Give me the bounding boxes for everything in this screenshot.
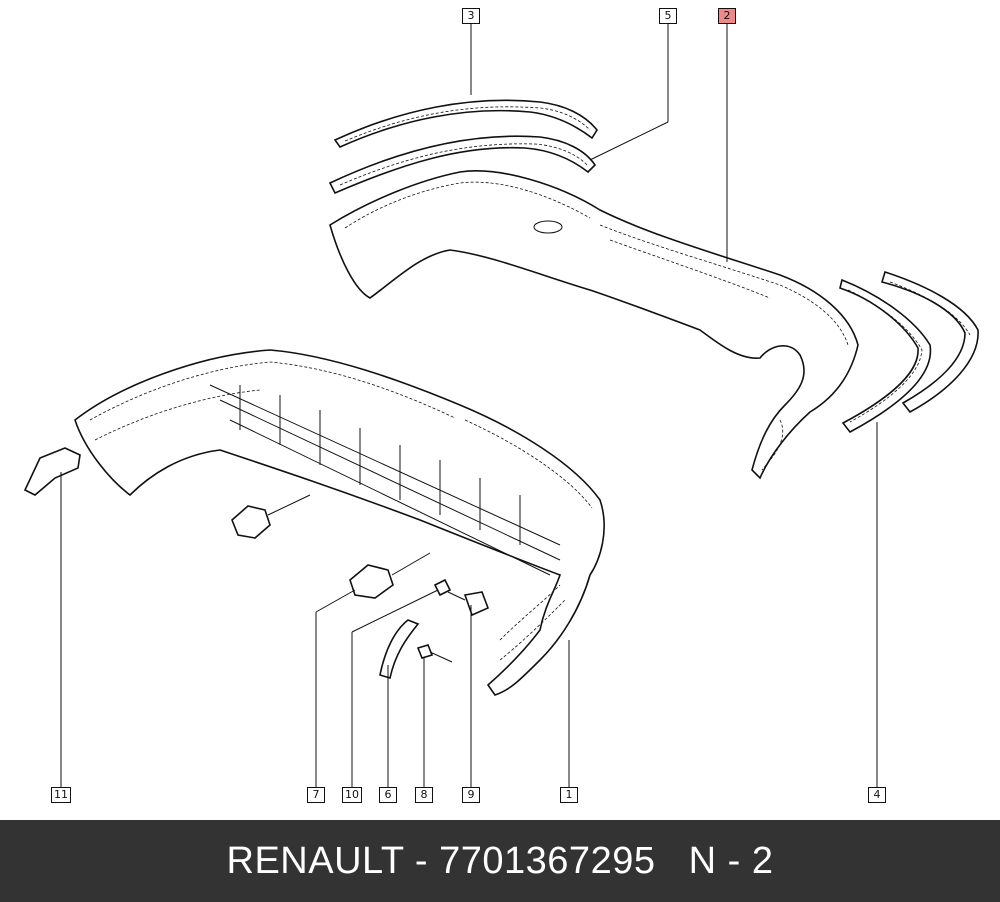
leader-lines xyxy=(60,24,878,787)
part-number-caption: RENAULT - 7701367295 N - 2 xyxy=(226,839,774,882)
callout-2: 2 xyxy=(718,8,736,24)
callout-10: 10 xyxy=(342,787,362,803)
callout-1: 1 xyxy=(560,787,578,803)
part-1-bumper xyxy=(74,349,605,696)
part-4-strip-a xyxy=(839,278,932,434)
part-6-bracket xyxy=(379,619,420,680)
part-1-internal-ribs xyxy=(209,384,561,576)
callout-8: 8 xyxy=(415,787,433,803)
part-2-bumper xyxy=(329,170,859,480)
callout-11: 11 xyxy=(51,787,71,803)
part-8-screw xyxy=(416,644,434,659)
callout-5: 5 xyxy=(659,8,677,24)
part-10-screw xyxy=(433,578,452,597)
callout-6: 6 xyxy=(379,787,397,803)
parts-diagram xyxy=(23,24,979,787)
part-5-strip xyxy=(328,135,597,195)
part-11-bracket xyxy=(23,447,81,496)
part-7-sensor xyxy=(349,564,394,599)
callout-3: 3 xyxy=(462,8,480,24)
callout-7: 7 xyxy=(307,787,325,803)
part-7-sensor-upper xyxy=(231,505,271,539)
part-9-clip xyxy=(463,591,490,617)
callout-4: 4 xyxy=(868,787,886,803)
callout-9: 9 xyxy=(462,787,480,803)
part-3-strip xyxy=(333,99,598,148)
footer-bar: RENAULT - 7701367295 N - 2 xyxy=(0,820,1000,902)
part-4-strip-b xyxy=(880,270,979,414)
